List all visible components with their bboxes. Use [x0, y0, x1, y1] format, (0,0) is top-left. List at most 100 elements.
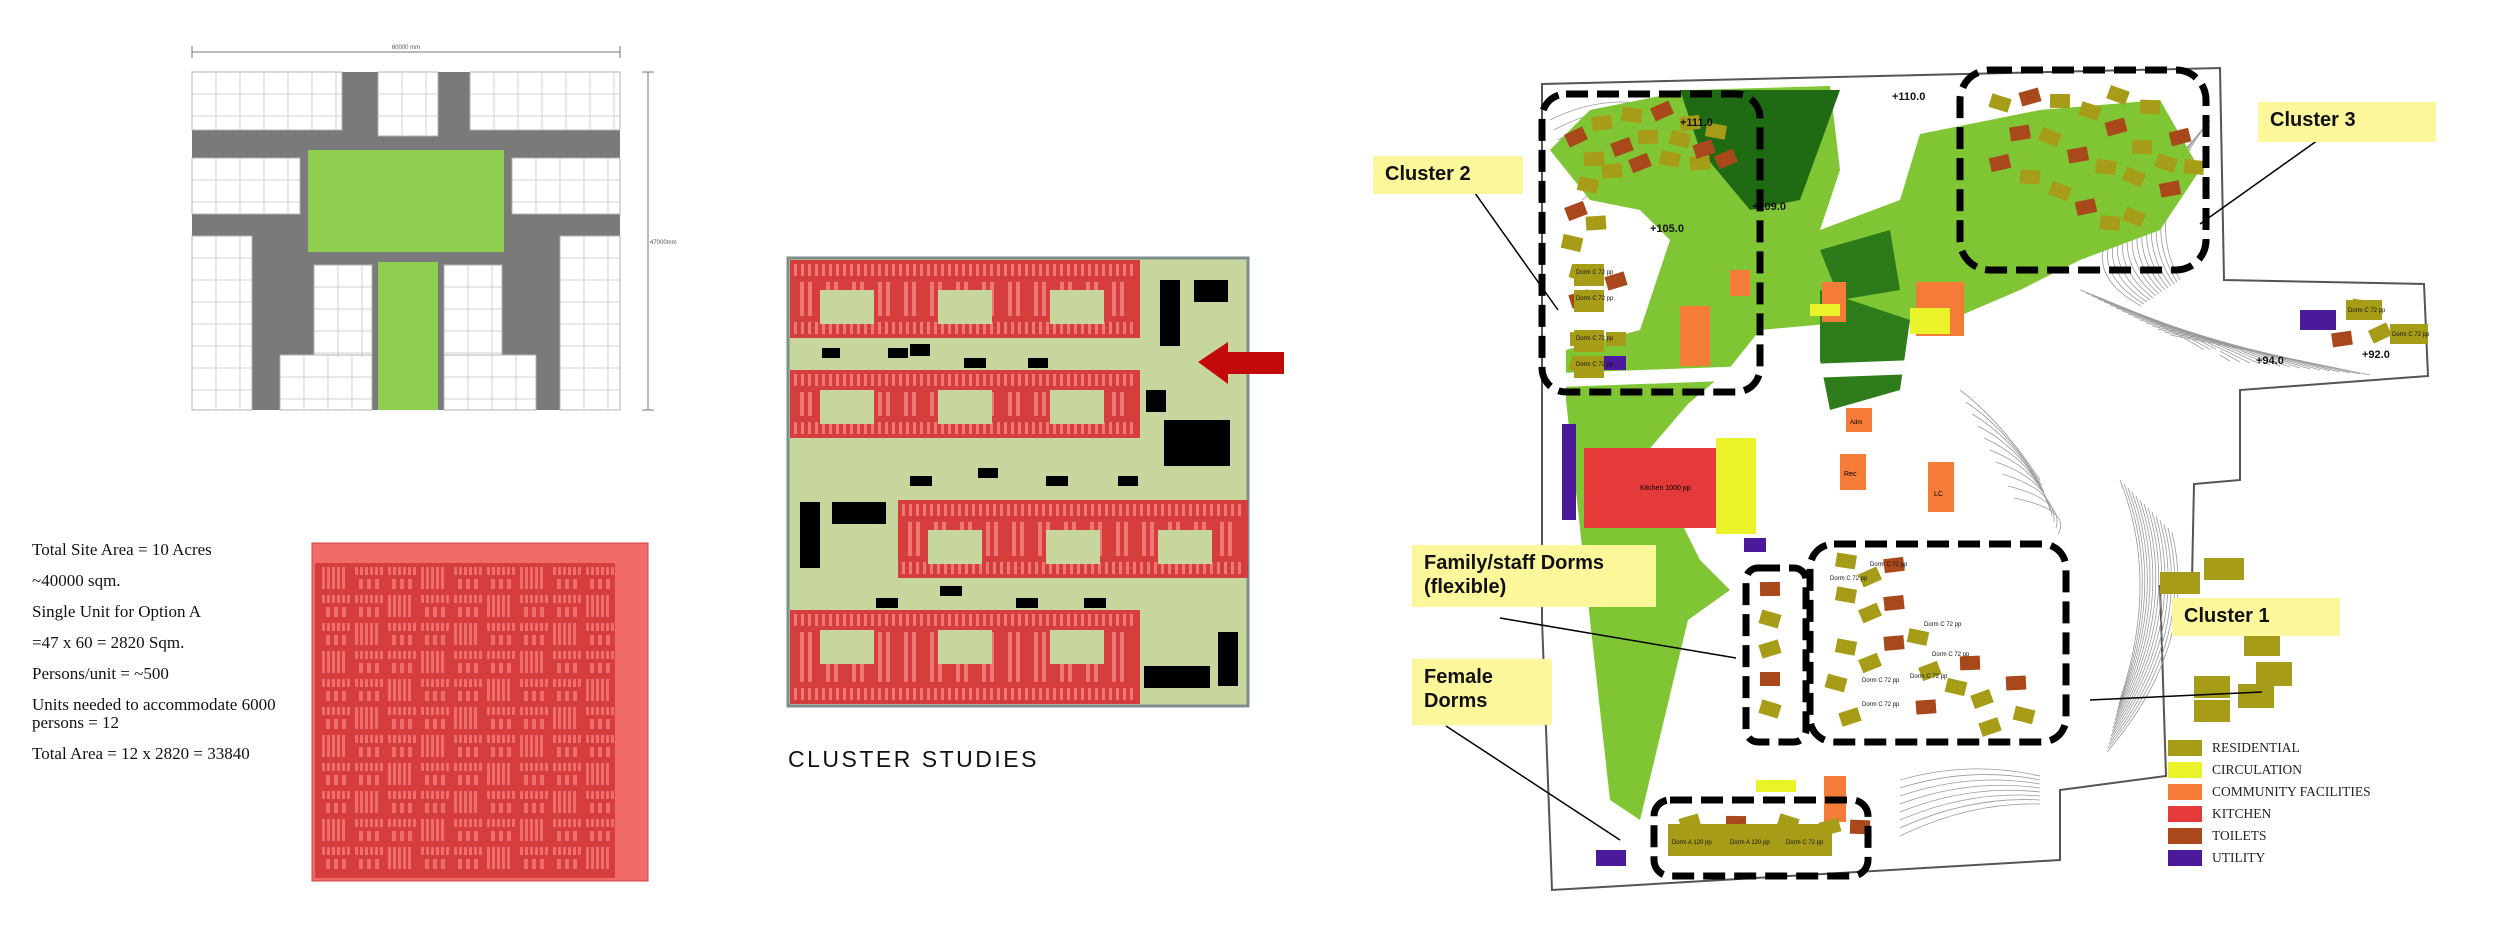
- dorm-label: Dorm A 120 pp: [1730, 840, 1770, 846]
- cluster-2-callout: Cluster 2: [1373, 156, 1523, 194]
- dorm-block: [2346, 300, 2382, 320]
- residential-block: [1637, 129, 1659, 145]
- dorm-block: [2194, 700, 2230, 722]
- residential-block: [2005, 675, 2027, 691]
- residential-block: [2066, 146, 2090, 164]
- residential-block: [1883, 635, 1905, 651]
- central-green: [308, 150, 504, 252]
- legend-label: UTILITY: [2212, 850, 2266, 865]
- unit-plan-diagram: 60000 mm 47000mm: [191, 45, 677, 411]
- stat-line: Single Unit for Option A: [32, 602, 202, 621]
- residential-block: [1760, 672, 1780, 686]
- kitchen-label: Kitchen 1000 pp: [1640, 485, 1691, 492]
- legend-label: TOILETS: [2212, 828, 2267, 843]
- residential-block: [1689, 154, 1711, 172]
- residential-block: [2131, 139, 2153, 155]
- residential-block: [1759, 581, 1781, 597]
- residential-block: [1704, 122, 1728, 140]
- legend-swatch: [2168, 762, 2202, 778]
- dorm-label: Dorm C 72 pp: [1576, 296, 1614, 302]
- lc-label: LC: [1934, 491, 1943, 498]
- road: [1559, 349, 2221, 387]
- dorm-block: [1782, 824, 1832, 856]
- residential-block: [1883, 556, 1905, 574]
- residential-block: [1915, 699, 1937, 715]
- dorm-label: Dorm C 72 pp: [1830, 576, 1868, 582]
- residential-blocks: [1560, 85, 2428, 856]
- elevation-label: +94.0: [2256, 355, 2284, 367]
- stat-line: =47 x 60 = 2820 Sqm.: [32, 633, 185, 652]
- residential-block: [1560, 233, 1584, 253]
- legend-swatch: [2168, 828, 2202, 844]
- dorm-label: Dorm C 72 pp: [2392, 332, 2430, 338]
- residential-block: [1621, 106, 1643, 124]
- residential-block: [1628, 152, 1652, 174]
- residential-block: [1970, 689, 1994, 709]
- residential-block: [1758, 699, 1782, 719]
- legend-label: CIRCULATION: [2212, 762, 2302, 777]
- residential-block: [1988, 153, 2012, 173]
- residential-block: [2139, 99, 2161, 115]
- courtyards: [820, 290, 1212, 664]
- rec-label: Rec: [1844, 471, 1857, 478]
- height-dimension-label: 47000mm: [650, 240, 677, 246]
- dorm-block: [1726, 824, 1784, 856]
- residential-block: [2078, 101, 2102, 121]
- female-dorms-callout: Female Dorms: [1412, 659, 1552, 725]
- site-plan: Kitchen 1000 pp Rec LC Adm Dorm C 72 pp …: [1445, 66, 2430, 892]
- residential-block: [2168, 127, 2192, 147]
- stat-line: Units needed to accommodate 6000 persons…: [32, 695, 276, 732]
- residential-block: [2158, 180, 2182, 198]
- stat-line: ~40000 sqm.: [32, 571, 121, 590]
- family-dorms-callout: Family/staff Dorms (flexible): [1412, 545, 1656, 607]
- dorm-label: Dorm A 120 pp: [1672, 840, 1712, 846]
- dorm-labels: Dorm C 72 pp Dorm C 72 pp Dorm C 72 pp D…: [1576, 270, 2430, 846]
- residential-block: [1758, 639, 1782, 659]
- residential-block: [2331, 330, 2353, 348]
- cluster-1-outline: [1806, 540, 2070, 746]
- residential-block: [1610, 137, 1634, 157]
- residential-block: [1959, 655, 1981, 671]
- dorm-block: [1574, 356, 1604, 378]
- dorm-block: [2160, 572, 2200, 594]
- residential-block: [1858, 652, 1882, 674]
- dorm-label: Dorm C 72 pp: [2348, 308, 2386, 314]
- legend-label: COMMUNITY FACILITIES: [2212, 784, 2371, 799]
- dorm-label: Dorm C 72 pp: [1786, 840, 1824, 846]
- family-dorms-outline: [1742, 564, 1810, 746]
- callout-leaders: [1445, 139, 2319, 841]
- residential-block: [2106, 85, 2130, 105]
- residential-block: [1601, 163, 1623, 179]
- residential-block: [1714, 148, 1738, 170]
- cluster-3-callout: Cluster 3: [2258, 102, 2436, 142]
- residential-block: [2183, 158, 2205, 176]
- residential-block: [2012, 705, 2036, 725]
- residential-block: [2099, 215, 2121, 231]
- residential-block: [1918, 660, 1942, 682]
- dorm-label: Dorm C 72 pp: [1932, 652, 1970, 658]
- arrow-icon: [1198, 342, 1284, 384]
- residential-block: [2122, 206, 2146, 228]
- residential-block: [2048, 180, 2072, 202]
- residential-block: [1944, 677, 1968, 697]
- legend-swatch: [2168, 850, 2202, 866]
- dark-green-slope: [1680, 90, 1840, 210]
- elevation-label: +92.0: [2362, 349, 2390, 361]
- female-dorms-outline: [1650, 796, 1872, 880]
- residential-block: [2104, 117, 2128, 137]
- legend-label: KITCHEN: [2212, 806, 2272, 821]
- elevation-label: +110.0: [1892, 91, 1925, 103]
- dorm-block: [1574, 264, 1604, 286]
- residential-block: [1692, 139, 1716, 159]
- dorm-label: Dorm C 72 pp: [1910, 674, 1948, 680]
- legend-swatch: [2168, 806, 2202, 822]
- residential-block: [1835, 552, 1857, 570]
- lower-green: [378, 262, 438, 410]
- residential-block: [1824, 673, 1848, 693]
- residential-block: [1606, 332, 1626, 346]
- cluster-3-outline: [1956, 66, 2210, 274]
- residential-block: [2367, 322, 2393, 344]
- residential-block: [1668, 129, 1692, 149]
- dorm-label: Dorm C 72 pp: [1862, 678, 1900, 684]
- utility-bar: [1562, 424, 1576, 520]
